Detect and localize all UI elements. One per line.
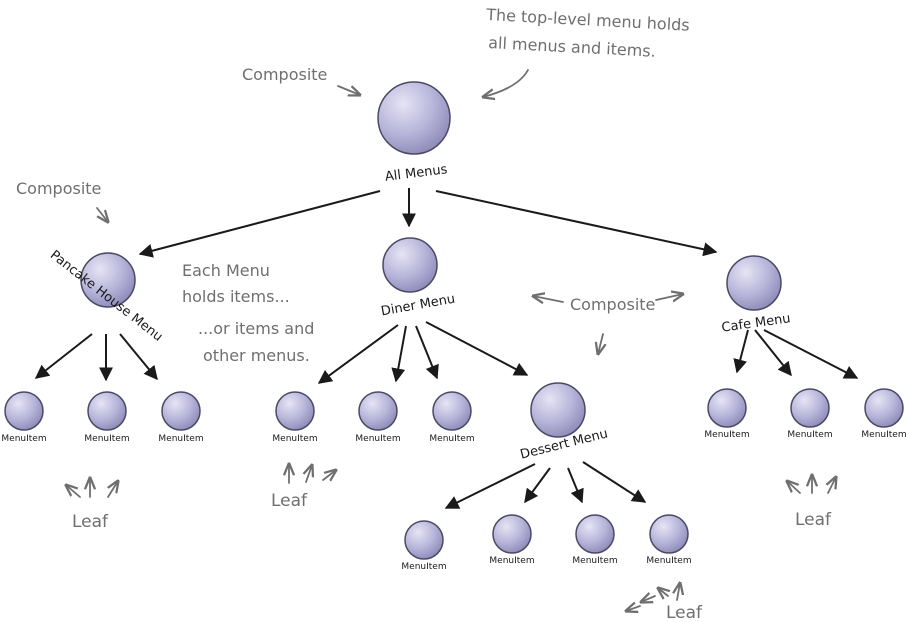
label-menu-item: MenuItem xyxy=(84,434,129,444)
edge-dessert-item1 xyxy=(444,463,536,509)
leaf-note-pancake: Leaf xyxy=(72,512,109,532)
label-menu-item: MenuItem xyxy=(1,434,46,444)
arrow-composite-right xyxy=(655,294,683,300)
edge-diner-item2 xyxy=(391,325,407,383)
label-menu-item: MenuItem xyxy=(272,434,317,444)
edge-cafe-item2 xyxy=(754,329,792,377)
edge-diner-item1 xyxy=(317,324,399,384)
label-menu-item: MenuItem xyxy=(158,434,203,444)
node-pancake-house-menu xyxy=(80,252,136,308)
node-menu-item xyxy=(790,388,830,428)
edge-diner-dessert xyxy=(425,321,529,376)
top-note-line2: all menus and items. xyxy=(488,33,656,61)
node-menu-item xyxy=(432,391,472,431)
edge-cafe-item3 xyxy=(763,329,859,379)
node-menu-item xyxy=(358,391,398,431)
label-menu-item: MenuItem xyxy=(401,562,446,572)
tree-edges xyxy=(34,188,859,509)
or-items-line2: other menus. xyxy=(203,346,310,365)
label-menu-item: MenuItem xyxy=(704,430,749,440)
arrow-leaf-dessert-1 xyxy=(626,606,641,611)
label-menu-item: MenuItem xyxy=(489,556,534,566)
node-menu-item xyxy=(4,391,44,431)
composite-note-pancake: Composite xyxy=(16,179,101,198)
arrow-composite-pancake xyxy=(96,207,108,222)
top-note-line1: The top-level menu holds xyxy=(485,5,690,35)
edge-dessert-item4 xyxy=(582,461,647,503)
leaf-note-diner: Leaf xyxy=(271,491,308,511)
node-menu-item xyxy=(161,391,201,431)
leaf-note-cafe: Leaf xyxy=(795,510,832,530)
each-menu-line1: Each Menu xyxy=(182,261,270,280)
node-menu-item xyxy=(649,514,689,554)
arrow-composite-left xyxy=(533,296,564,302)
leaf-note-dessert: Leaf xyxy=(666,603,703,622)
edge-dessert-item2 xyxy=(524,467,551,504)
label-diner-menu: Diner Menu xyxy=(380,292,456,320)
label-menu-item: MenuItem xyxy=(355,434,400,444)
node-menu-item xyxy=(575,514,615,554)
node-menu-item xyxy=(492,514,532,554)
each-menu-line2: holds items... xyxy=(182,287,290,306)
node-cafe-menu xyxy=(726,255,782,311)
node-menu-item xyxy=(707,388,747,428)
edge-cafe-item1 xyxy=(733,329,749,374)
label-menu-item: MenuItem xyxy=(429,434,474,444)
or-items-line1: ...or items and xyxy=(198,319,314,338)
edge-root-cafe xyxy=(435,190,718,257)
tree-nodes xyxy=(4,81,904,560)
node-dessert-menu xyxy=(530,382,586,438)
edge-diner-item3 xyxy=(415,325,439,380)
arrow-composite-root xyxy=(337,85,360,95)
arrow-leaf-diner-2 xyxy=(306,465,312,483)
arrow-leaf-pancake-3 xyxy=(108,481,118,498)
edge-pancake-item1 xyxy=(34,333,93,379)
arrow-leaf-cafe-3 xyxy=(828,477,836,494)
node-menu-item xyxy=(404,520,444,560)
annotation-arrows xyxy=(66,69,836,611)
node-all-menus xyxy=(377,81,451,155)
label-menu-item: MenuItem xyxy=(646,556,691,566)
label-menu-item: MenuItem xyxy=(787,430,832,440)
arrow-leaf-dessert-2 xyxy=(641,596,656,602)
label-menu-item: MenuItem xyxy=(572,556,617,566)
node-menu-item xyxy=(275,391,315,431)
arrow-leaf-dessert-3 xyxy=(658,588,668,596)
label-menu-item: MenuItem xyxy=(861,430,906,440)
label-all-menus: All Menus xyxy=(384,162,448,185)
arrow-leaf-diner-3 xyxy=(322,470,336,480)
arrow-top-note xyxy=(483,69,529,97)
node-diner-menu xyxy=(382,237,438,293)
edge-dessert-item3 xyxy=(567,467,584,504)
arrow-composite-down xyxy=(598,333,603,354)
edge-pancake-item3 xyxy=(119,333,158,381)
composite-note-root: Composite xyxy=(242,65,327,84)
node-menu-item xyxy=(87,391,127,431)
arrow-leaf-pancake-1 xyxy=(66,485,81,498)
arrow-leaf-cafe-1 xyxy=(787,481,801,494)
composite-note-middle: Composite xyxy=(570,295,655,314)
node-menu-item xyxy=(864,388,904,428)
edge-root-pancake xyxy=(138,190,381,258)
node-labels: All Menus Pancake House Menu Diner Menu … xyxy=(1,162,906,572)
arrow-leaf-dessert-4 xyxy=(677,583,680,601)
